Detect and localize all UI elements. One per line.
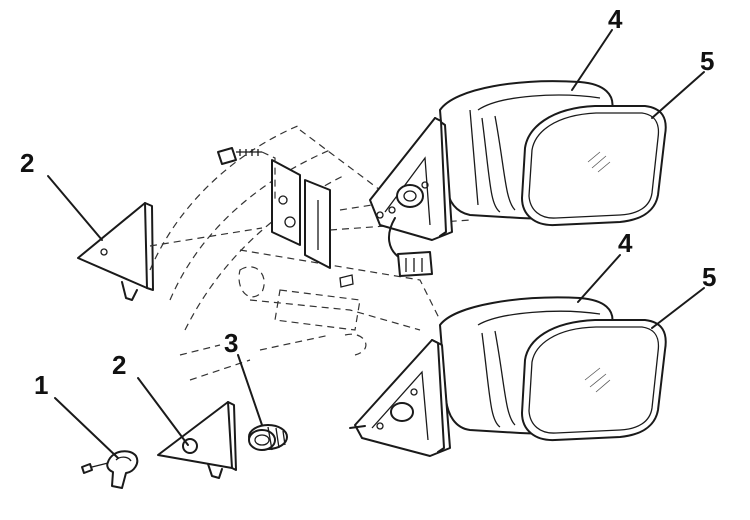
mirror-glass-top bbox=[521, 105, 667, 227]
leader-5-bottom bbox=[651, 287, 705, 329]
leader-2-bottom bbox=[137, 377, 189, 446]
door-mount-plate bbox=[271, 159, 354, 288]
leader-4-bottom bbox=[577, 254, 621, 303]
leader-4-top bbox=[571, 29, 613, 91]
callout-5-bottom: 5 bbox=[702, 262, 717, 292]
mounting-screw-top bbox=[217, 147, 276, 200]
leader-3 bbox=[237, 354, 263, 426]
triangle-cover-top bbox=[77, 202, 263, 301]
callout-4-bottom: 4 bbox=[618, 228, 633, 258]
bracket-clip bbox=[106, 450, 139, 489]
leader-1 bbox=[54, 397, 119, 459]
bracket-screw bbox=[81, 462, 109, 474]
leader-2-top bbox=[47, 175, 103, 241]
callout-1: 1 bbox=[34, 370, 49, 400]
leader-5-top bbox=[651, 71, 705, 119]
grommet-plug bbox=[248, 424, 288, 451]
callout-2-top: 2 bbox=[20, 148, 35, 178]
callout-5-top: 5 bbox=[700, 46, 715, 76]
leader-lines bbox=[47, 29, 705, 459]
callout-3: 3 bbox=[224, 328, 239, 358]
mirror-glass-bottom bbox=[521, 319, 667, 442]
callout-4-top: 4 bbox=[608, 4, 623, 34]
callout-2-bottom: 2 bbox=[112, 350, 127, 380]
triangle-cover-bottom bbox=[157, 401, 237, 479]
